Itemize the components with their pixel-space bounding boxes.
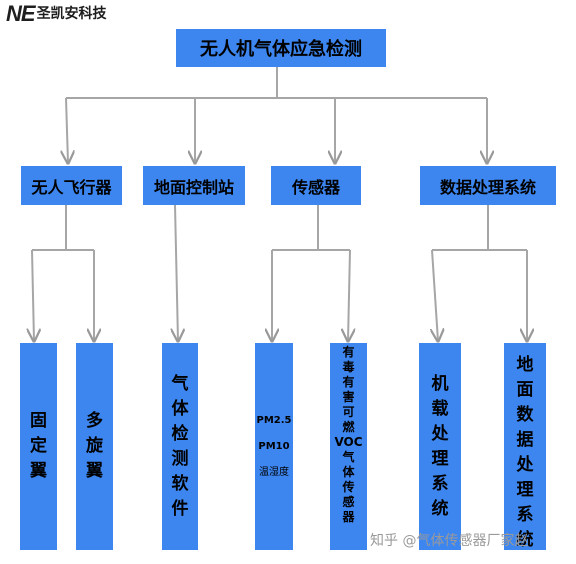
node-char: 理 xyxy=(516,480,534,500)
node-char: 理 xyxy=(431,448,449,469)
node-char: 多 xyxy=(86,411,103,431)
node-char: 传 xyxy=(342,480,355,494)
node-char: 处 xyxy=(516,455,534,475)
logo-text: 圣凯安科技 xyxy=(36,6,107,22)
node-uav: 无人飞行器 xyxy=(21,166,122,205)
node-pm-temp-humidity: PM2.5 PM10 温湿度 xyxy=(255,343,293,550)
sensor-pm10: PM10 xyxy=(258,440,290,452)
node-char: 件 xyxy=(171,498,189,519)
node-char: 地 xyxy=(516,355,534,375)
node-char: 翼 xyxy=(86,461,103,481)
node-data-processing-label: 数据处理系统 xyxy=(439,177,536,197)
node-fixed-wing: 固定翼 xyxy=(20,343,57,550)
node-uav-label: 无人飞行器 xyxy=(31,177,112,197)
node-onboard-processing: 机载处理系统 xyxy=(419,343,461,550)
node-char: 处 xyxy=(431,423,449,444)
root-node: 无人机气体应急检测 xyxy=(176,29,386,67)
node-char: 害 xyxy=(342,390,355,404)
node-char: 系 xyxy=(516,505,534,525)
sensor-temp-humidity: 温湿度 xyxy=(259,466,289,478)
node-char: 定 xyxy=(30,436,47,456)
node-char: 测 xyxy=(171,448,189,469)
node-char: 系 xyxy=(431,473,449,494)
node-char: 检 xyxy=(171,423,189,444)
node-char: 感 xyxy=(342,495,355,509)
watermark: 知乎 @气体传感器厂家赵 xyxy=(370,533,529,549)
node-char: 体 xyxy=(171,398,189,419)
node-char: 翼 xyxy=(30,461,47,481)
node-char: 有 xyxy=(342,375,355,389)
node-char: 据 xyxy=(516,430,534,450)
node-ground-station-label: 地面控制站 xyxy=(153,177,234,197)
node-sensors-label: 传感器 xyxy=(291,177,340,197)
node-char: 有 xyxy=(342,345,355,359)
node-char: 统 xyxy=(431,498,449,519)
node-char: 燃 xyxy=(342,420,355,434)
node-char: 体 xyxy=(342,465,355,479)
node-char: 软 xyxy=(171,473,189,494)
node-char: 面 xyxy=(516,380,534,400)
node-char: 可 xyxy=(342,405,355,419)
node-char: 统 xyxy=(516,530,534,550)
root-node-label: 无人机气体应急检测 xyxy=(200,39,362,60)
node-multi-rotor: 多旋翼 xyxy=(76,343,113,550)
sensor-pm25: PM2.5 xyxy=(256,414,292,426)
node-char: 数 xyxy=(516,405,534,425)
node-char: 器 xyxy=(342,510,355,524)
node-char: 气 xyxy=(171,373,189,394)
node-data-processing: 数据处理系统 xyxy=(420,166,556,205)
node-char: 毒 xyxy=(342,360,355,374)
node-gas-detection-software: 气体检测软件 xyxy=(162,343,198,550)
logo-mark: NE xyxy=(6,1,36,26)
node-char: 旋 xyxy=(86,436,103,456)
node-char: VOC xyxy=(334,435,363,449)
company-logo: NE 圣凯安科技 xyxy=(6,2,107,26)
node-sensors: 传感器 xyxy=(271,166,361,205)
node-ground-station: 地面控制站 xyxy=(143,166,245,205)
node-char: 机 xyxy=(431,373,449,394)
node-char: 载 xyxy=(431,398,449,419)
node-char: 固 xyxy=(30,411,47,431)
node-char: 气 xyxy=(342,450,355,464)
node-ground-data-processing: 地面数据处理系统 xyxy=(504,343,546,550)
